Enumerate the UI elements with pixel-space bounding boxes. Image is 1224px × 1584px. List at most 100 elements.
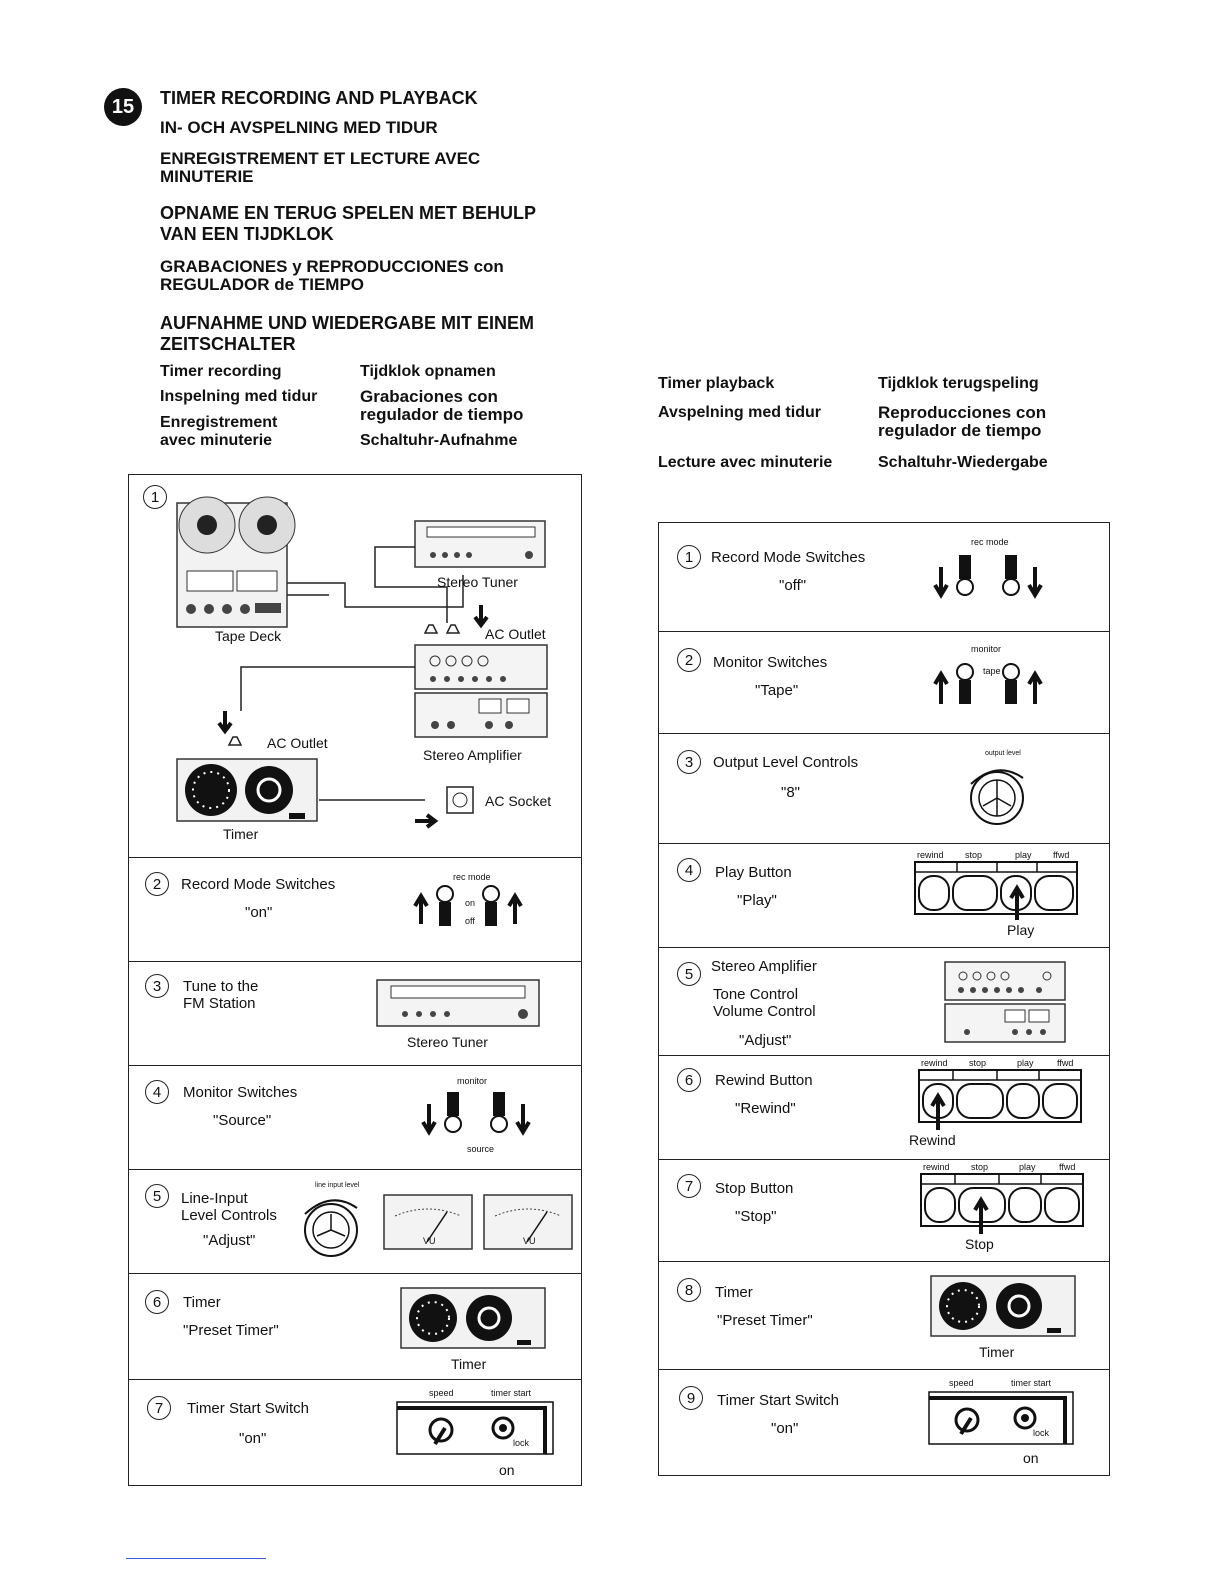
play-step6-rewind: rewind [921, 1058, 948, 1068]
play-step4-caption: Play [1007, 922, 1035, 938]
play-step9-label: Timer Start Switch [717, 1392, 839, 1409]
play-step5-sub: Tone Control Volume Control [713, 986, 816, 1020]
rec-step7-label: Timer Start Switch [187, 1400, 309, 1417]
rec-mode-off-icon [933, 555, 1043, 599]
rec-step2-fig-off: off [465, 916, 475, 926]
play-step2-number: 2 [677, 648, 701, 672]
play-step7-play: play [1019, 1162, 1036, 1172]
stereo-amplifier-icon [944, 961, 1066, 1043]
rewind-button-icon [918, 1069, 1082, 1130]
label-ac-socket: AC Socket [485, 793, 552, 809]
play-step2-value: "Tape" [755, 682, 799, 699]
rec-step5-value: "Adjust" [203, 1232, 256, 1249]
play-step4-ffwd: ffwd [1053, 850, 1070, 860]
rec-step6: 6 Timer "Preset Timer" Timer [129, 1273, 581, 1380]
play-step2-label: Monitor Switches [713, 654, 828, 671]
play-step1-value: "off" [779, 577, 807, 594]
title-es: GRABACIONES y REPRODUCCIONES con REGULAD… [160, 257, 504, 294]
play-step9-speed: speed [949, 1378, 974, 1388]
play-step8-number: 8 [677, 1278, 701, 1302]
play-step8: 8 Timer "Preset Timer" Timer [659, 1261, 1109, 1370]
play-step9-timer-start: timer start [1011, 1378, 1052, 1388]
footer-rule [126, 1558, 266, 1559]
switch-down-icon [421, 1092, 531, 1136]
play-step6-number: 6 [677, 1068, 701, 1092]
rec-step4-label: Monitor Switches [183, 1084, 298, 1101]
rec-step2: 2 Record Mode Switches "on" rec mode on … [129, 857, 581, 962]
monitor-tape-icon [933, 663, 1043, 704]
rec-step4-number: 4 [145, 1080, 169, 1104]
play-step8-value: "Preset Timer" [717, 1312, 813, 1329]
title-sv: IN- OCH AVSPELNING MED TIDUR [160, 118, 438, 137]
connection-diagram [176, 496, 548, 829]
play-step7-rewind: rewind [923, 1162, 950, 1172]
vu-meter-right-icon [483, 1194, 573, 1250]
play-step4-number: 4 [677, 858, 701, 882]
rec-step2-number: 2 [145, 872, 169, 896]
play-step5-value: "Adjust" [739, 1032, 792, 1049]
rec-step5-fig-top: line input level [315, 1182, 360, 1189]
rec-heading-de: Schaltuhr-Aufnahme [360, 432, 518, 449]
play-step5-number: 5 [677, 962, 701, 986]
play-step4-stop: stop [965, 850, 983, 860]
rec-step3-label: Tune to the FM Station [183, 978, 259, 1012]
play-step6-label: Rewind Button [715, 1072, 813, 1089]
play-heading-sv: Avspelning med tidur [658, 404, 821, 421]
rec-step5-label: Line-Input Level Controls [181, 1190, 277, 1224]
rec-step2-fig-on: on [465, 898, 476, 908]
rec-step6-label: Timer [183, 1294, 221, 1311]
play-step2-fig-top: monitor [971, 644, 1002, 654]
play-heading-en: Timer playback [658, 375, 775, 392]
play-heading-de: Schaltuhr-Wiedergabe [878, 454, 1048, 471]
play-step5-label: Stereo Amplifier [711, 958, 817, 975]
play-step5: 5 Stereo Amplifier Tone Control Volume C… [659, 947, 1109, 1056]
rec-step1-number: 1 [143, 485, 167, 509]
rec-step6-value: "Preset Timer" [183, 1322, 279, 1339]
play-step3-value: "8" [781, 784, 800, 801]
vu-meter-left-icon [383, 1194, 473, 1250]
play-step4-label: Play Button [715, 864, 792, 881]
rec-step3-number: 3 [145, 974, 169, 998]
play-step7-caption: Stop [965, 1236, 994, 1252]
label-timer: Timer [223, 826, 259, 842]
label-ac-outlet-2: AC Outlet [267, 735, 328, 751]
play-step4-play: play [1015, 850, 1032, 860]
play-step7-number: 7 [677, 1174, 701, 1198]
play-step9-value: "on" [771, 1420, 799, 1437]
play-step6-caption: Rewind [909, 1132, 956, 1148]
output-level-knob-icon [970, 769, 1024, 825]
rec-heading-es: Grabaciones con regulador de tiempo [360, 387, 524, 424]
play-step7-value: "Stop" [735, 1208, 777, 1225]
title-en: TIMER RECORDING AND PLAYBACK [160, 88, 478, 108]
play-step1-number: 1 [677, 545, 701, 569]
play-step9: 9 Timer Start Switch "on" speed timer st… [659, 1369, 1109, 1476]
title-de: AUFNAHME UND WIEDERGABE MIT EINEM ZEITSC… [160, 313, 534, 354]
rec-step4-value: "Source" [213, 1112, 272, 1129]
rec-step4-fig-top: monitor [457, 1076, 488, 1086]
level-knob-icon [304, 1199, 358, 1257]
play-step9-caption: on [1023, 1450, 1039, 1466]
play-step6-value: "Rewind" [735, 1100, 796, 1117]
recording-panel: 1 [128, 474, 582, 1486]
play-step8-label: Timer [715, 1284, 753, 1301]
rec-step7-speed: speed [429, 1388, 454, 1398]
play-step2: 2 Monitor Switches "Tape" monitor tape [659, 631, 1109, 734]
stop-button-icon [920, 1173, 1084, 1234]
rec-step4: 4 Monitor Switches "Source" monitor sour… [129, 1065, 581, 1170]
timer-start-switch-icon-playback [928, 1391, 1074, 1445]
play-step6: 6 Rewind Button "Rewind" rewind stop pla… [659, 1055, 1109, 1160]
title-fr: ENREGISTREMENT ET LECTURE AVEC MINUTERIE [160, 149, 481, 186]
play-step6-stop: stop [969, 1058, 987, 1068]
rec-step3-caption: Stereo Tuner [407, 1034, 488, 1050]
rec-step2-value: "on" [245, 904, 273, 921]
rec-step2-fig-top: rec mode [453, 872, 491, 882]
rec-step3: 3 Tune to the FM Station Stereo Tuner [129, 961, 581, 1066]
label-tape-deck: Tape Deck [215, 628, 282, 644]
play-step1-label: Record Mode Switches [711, 549, 866, 566]
play-step6-play: play [1017, 1058, 1034, 1068]
play-step3-fig-top: output level [985, 750, 1021, 757]
timer-icon [400, 1287, 546, 1349]
play-step3: 3 Output Level Controls "8" output level [659, 733, 1109, 844]
rec-step7-lock: lock [513, 1438, 530, 1448]
rec-step7: 7 Timer Start Switch "on" speed timer st… [129, 1379, 581, 1486]
